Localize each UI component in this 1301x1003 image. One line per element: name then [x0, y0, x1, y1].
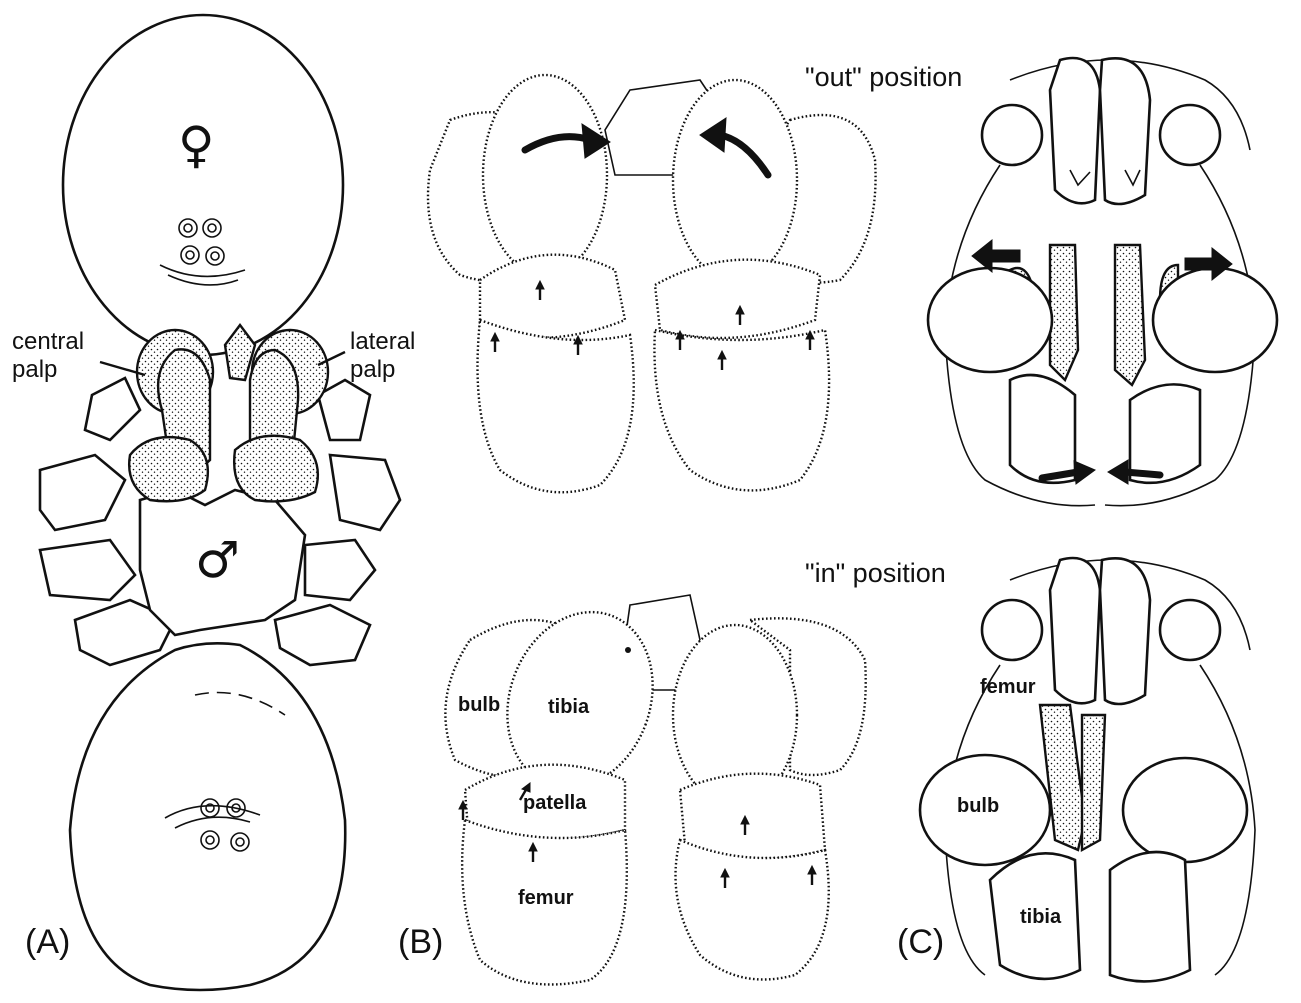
- label-c-bulb: bulb: [957, 796, 999, 816]
- panel-c-in-drawing: [920, 558, 1255, 981]
- panel-label-b: (B): [398, 925, 443, 959]
- annotation-out-position: "out" position: [805, 64, 962, 91]
- annotation-lateral-palp: lateral palp: [350, 328, 415, 383]
- label-b-bulb: bulb: [458, 695, 500, 715]
- panel-a-spiders: [40, 15, 400, 990]
- male-symbol: ♂: [195, 535, 240, 585]
- panel-c-out-drawing: [928, 58, 1277, 506]
- label-b-patella: patella: [523, 793, 586, 813]
- panel-b-out-drawing: [428, 75, 876, 492]
- panel-label-a: (A): [25, 925, 70, 959]
- female-symbol: ♀: [178, 120, 215, 170]
- annotation-central-palp: central palp: [12, 328, 84, 383]
- label-b-tibia: tibia: [548, 697, 589, 717]
- panel-label-c: (C): [897, 925, 944, 959]
- male-palps: [129, 325, 328, 501]
- female-body: [63, 15, 343, 355]
- annotation-in-position: "in" position: [805, 560, 946, 587]
- label-c-femur: femur: [980, 677, 1036, 697]
- label-b-femur: femur: [518, 888, 574, 908]
- label-c-tibia: tibia: [1020, 907, 1061, 927]
- panel-b-in-drawing: [445, 591, 865, 984]
